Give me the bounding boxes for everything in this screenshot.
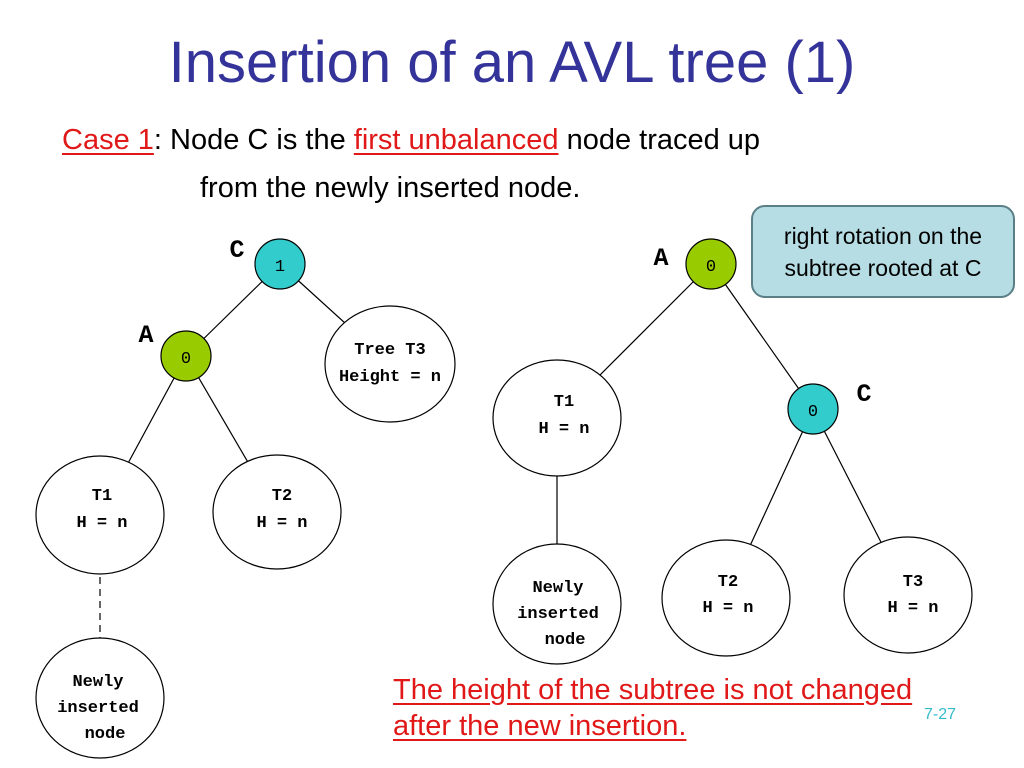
rotation-callout: right rotation on the subtree rooted at … — [751, 205, 1015, 298]
case-description-line2: from the newly inserted node. — [200, 172, 581, 204]
note-line2: after the new insertion. — [393, 710, 687, 742]
tree-t1-node — [35, 455, 165, 575]
after-node-a — [685, 238, 737, 290]
node-c-balance: 1 — [275, 258, 285, 277]
node-a-balance: 0 — [181, 350, 191, 369]
case-text-a: : Node C is the — [153, 124, 354, 156]
note-line1: The height of the subtree is not changed — [393, 674, 913, 706]
new-line1: Newly — [72, 673, 123, 692]
after-t1-line2: H = n — [538, 420, 589, 439]
new-line2: inserted — [57, 699, 139, 718]
t1-line1: T1 — [92, 487, 112, 506]
callout-line1: right rotation on the — [783, 223, 983, 249]
t2-line2: H = n — [256, 514, 307, 533]
node-a — [160, 330, 212, 382]
t2-line1: T2 — [272, 487, 292, 506]
first-unbalanced-text: first unbalanced — [353, 124, 559, 156]
case-description-line1: Case 1: Node C is the first unbalanced n… — [62, 122, 760, 158]
edge-a-c-after — [710, 263, 814, 410]
after-t1-node — [492, 359, 622, 477]
after-new-line3: node — [545, 631, 586, 650]
after-label-c: C — [856, 380, 871, 409]
after-label-a: A — [653, 244, 668, 273]
page-number: 7-27 — [924, 706, 957, 723]
newly-inserted-node — [35, 637, 165, 759]
label-a: A — [138, 321, 153, 350]
height-note: The height of the subtree is not changed… — [393, 672, 912, 744]
after-t3-node — [843, 536, 973, 654]
after-t2-node — [661, 539, 791, 657]
after-new-line2: inserted — [517, 605, 599, 624]
after-node-c-balance: 0 — [808, 403, 818, 422]
after-t1-line1: T1 — [554, 393, 574, 412]
label-c: C — [229, 236, 244, 265]
after-t3-line1: T3 — [903, 573, 923, 592]
tree-t3-node — [324, 305, 456, 423]
before-tree: 1 0 C A Tree T3 Height = n T1 H = n T2 H… — [35, 236, 456, 759]
new-line3: node — [85, 725, 126, 744]
after-t3-line2: H = n — [887, 599, 938, 618]
after-t2-line1: T2 — [718, 573, 738, 592]
after-tree: 0 0 A C T1 H = n Newly inserted node T2 … — [492, 238, 973, 665]
case-label: Case 1 — [62, 124, 154, 156]
after-new-line1: Newly — [532, 579, 583, 598]
after-t2-line2: H = n — [702, 599, 753, 618]
t3-line1: Tree T3 — [354, 341, 425, 360]
t3-line2: Height = n — [339, 368, 441, 387]
callout-line2: subtree rooted at C — [784, 255, 982, 281]
case-text-b: node traced up — [558, 124, 761, 156]
after-newly-inserted-node — [492, 543, 622, 665]
t1-line2: H = n — [76, 514, 127, 533]
after-node-c — [787, 383, 839, 435]
tree-t2-node — [212, 454, 342, 570]
node-c — [254, 238, 306, 290]
slide-title: Insertion of an AVL tree (1) — [168, 30, 856, 95]
after-node-a-balance: 0 — [706, 258, 716, 277]
